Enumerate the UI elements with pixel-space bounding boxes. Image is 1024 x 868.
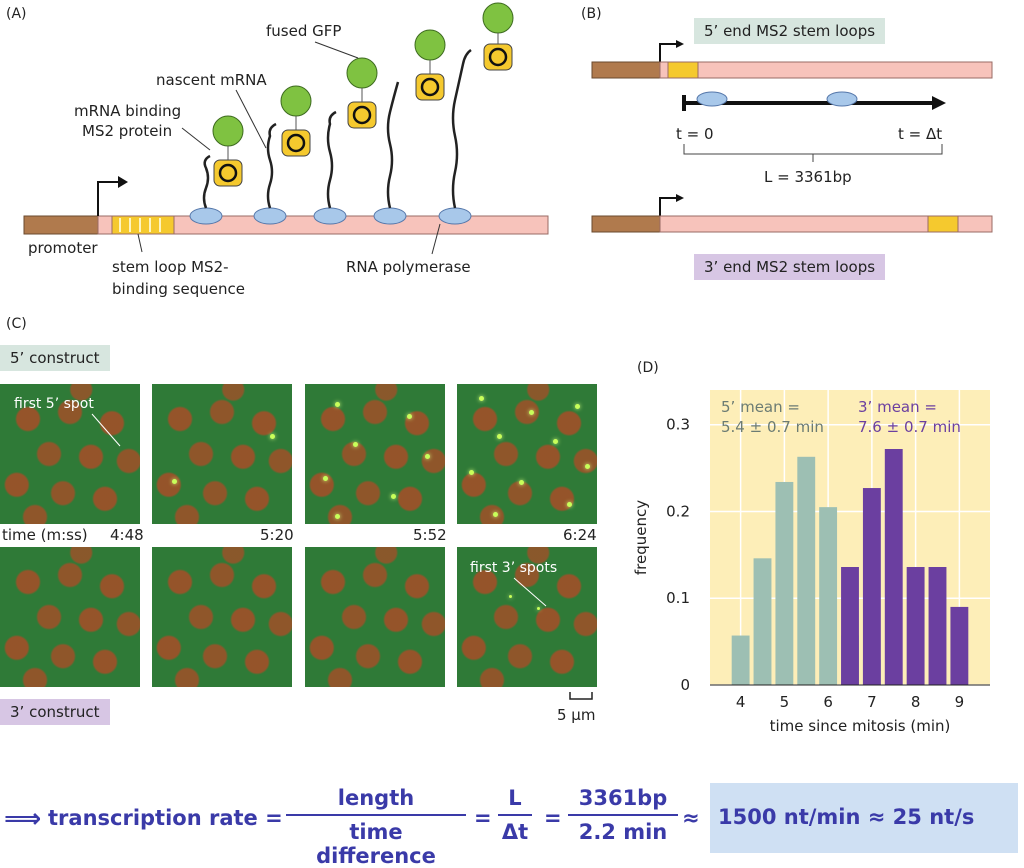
x-tick-label: 4 <box>736 693 746 711</box>
time-2: 5:20 <box>260 526 294 544</box>
bar-series-1 <box>819 507 838 685</box>
panel-b-diagram <box>591 40 993 233</box>
bar-series-1 <box>731 635 750 685</box>
label-fused-gfp: fused GFP <box>266 22 342 40</box>
label-binding-1: mRNA binding <box>74 102 182 120</box>
tag-5-construct: 5’ construct <box>0 345 110 371</box>
tag-3-end: 3’ end MS2 stem loops <box>694 254 886 280</box>
panel-d-letter: (D) <box>637 360 659 376</box>
time-axis-label: time (m:ss) <box>2 526 88 544</box>
result-box: 1500 nt/min ≈ 25 nt/s <box>710 783 1018 853</box>
label-t0: t = 0 <box>676 125 714 143</box>
micrograph-3-t4 <box>457 547 597 687</box>
fraction-2-numerator: L <box>508 786 522 810</box>
histogram-chart: 4 5 6 7 8 9 0 0.1 0.2 0.3 time since mitosis (min)… <box>632 390 990 735</box>
formula-lhs: transcription rate = <box>48 806 283 830</box>
tag-3-construct: 3’ construct <box>0 699 110 725</box>
equals-2: = <box>474 806 492 830</box>
micrograph-5-t3 <box>305 384 445 524</box>
bar-series-2 <box>906 567 925 685</box>
equals-3: = <box>544 806 562 830</box>
x-tick-label: 7 <box>867 693 877 711</box>
micrograph-5-t4 <box>457 384 597 524</box>
time-1: 4:48 <box>110 526 144 544</box>
label-tdt: t = Δt <box>898 125 943 143</box>
bar-series-2 <box>862 488 881 685</box>
fraction-3: 3361bp 2.2 min <box>568 786 678 844</box>
fraction-2: L Δt <box>498 786 532 844</box>
tag-5-end: 5’ end MS2 stem loops <box>694 18 886 44</box>
label-nascent-mrna: nascent mRNA <box>156 71 267 89</box>
micrograph-5-t1 <box>0 384 140 524</box>
label-first-5-spot: first 5’ spot <box>14 396 94 412</box>
fraction-1-denominator: time difference <box>316 820 436 868</box>
fraction-3-bar <box>568 814 678 816</box>
y-axis-label: frequency <box>632 500 650 575</box>
leader-first-5 <box>91 413 121 447</box>
fraction-3-numerator: 3361bp <box>578 786 668 810</box>
panel-a-diagram <box>23 2 549 255</box>
scale-label: 5 μm <box>557 706 596 724</box>
y-tick-label: 0 <box>680 676 690 694</box>
bar-series-2 <box>928 567 947 685</box>
micrograph-3-t1 <box>0 547 140 687</box>
fraction-1-bar <box>286 814 466 816</box>
fraction-1: length time difference <box>286 786 466 868</box>
scale-bar <box>569 692 593 700</box>
result-text: 1500 nt/min ≈ 25 nt/s <box>718 805 975 829</box>
fraction-3-denominator: 2.2 min <box>578 820 668 844</box>
gfp-units <box>212 2 514 187</box>
label-length: L = 3361bp <box>764 168 852 186</box>
mean-3-line1: 3’ mean = <box>858 398 937 416</box>
time-3: 5:52 <box>413 526 447 544</box>
label-first-3-spots: first 3’ spots <box>470 560 558 576</box>
micrograph-3-t3 <box>305 547 445 687</box>
label-stem-1: stem loop MS2- <box>112 258 229 276</box>
approx-sign: ≈ <box>682 806 700 830</box>
fraction-2-denominator: Δt <box>501 820 529 844</box>
fraction-2-bar <box>498 814 532 816</box>
polymerase-1 <box>189 207 223 225</box>
bar-series-1 <box>753 558 772 685</box>
implies-arrow: ⟹ <box>4 804 42 834</box>
bar-series-1 <box>797 456 816 685</box>
label-promoter: promoter <box>28 239 98 257</box>
bar-series-2 <box>884 449 903 685</box>
panel-a-letter: (A) <box>6 6 27 22</box>
mean-5-line2: 5.4 ± 0.7 min <box>721 418 824 436</box>
mean-3-line2: 7.6 ± 0.7 min <box>858 418 961 436</box>
time-4: 6:24 <box>563 526 597 544</box>
micrograph-5-t2 <box>152 384 292 524</box>
panel-c-letter: (C) <box>6 316 27 332</box>
label-stem-2: binding sequence <box>112 280 245 298</box>
x-tick-label: 8 <box>911 693 921 711</box>
mean-5-line1: 5’ mean = <box>721 398 800 416</box>
micrograph-3-t2 <box>152 547 292 687</box>
x-tick-label: 6 <box>823 693 833 711</box>
leader-first-3 <box>513 577 547 607</box>
label-binding-2: MS2 protein <box>82 122 173 140</box>
bar-series-2 <box>950 606 969 685</box>
y-tick-label: 0.2 <box>666 502 690 520</box>
x-tick-label: 5 <box>780 693 790 711</box>
bar-series-2 <box>841 567 859 685</box>
x-tick-label: 9 <box>955 693 965 711</box>
x-axis-label: time since mitosis (min) <box>770 717 951 735</box>
y-tick-label: 0.3 <box>666 416 690 434</box>
panel-b-letter: (B) <box>581 6 602 22</box>
y-tick-label: 0.1 <box>666 589 690 607</box>
fraction-1-numerator: length <box>337 786 415 810</box>
bar-series-1 <box>775 481 794 685</box>
label-polymerase: RNA polymerase <box>346 258 471 276</box>
